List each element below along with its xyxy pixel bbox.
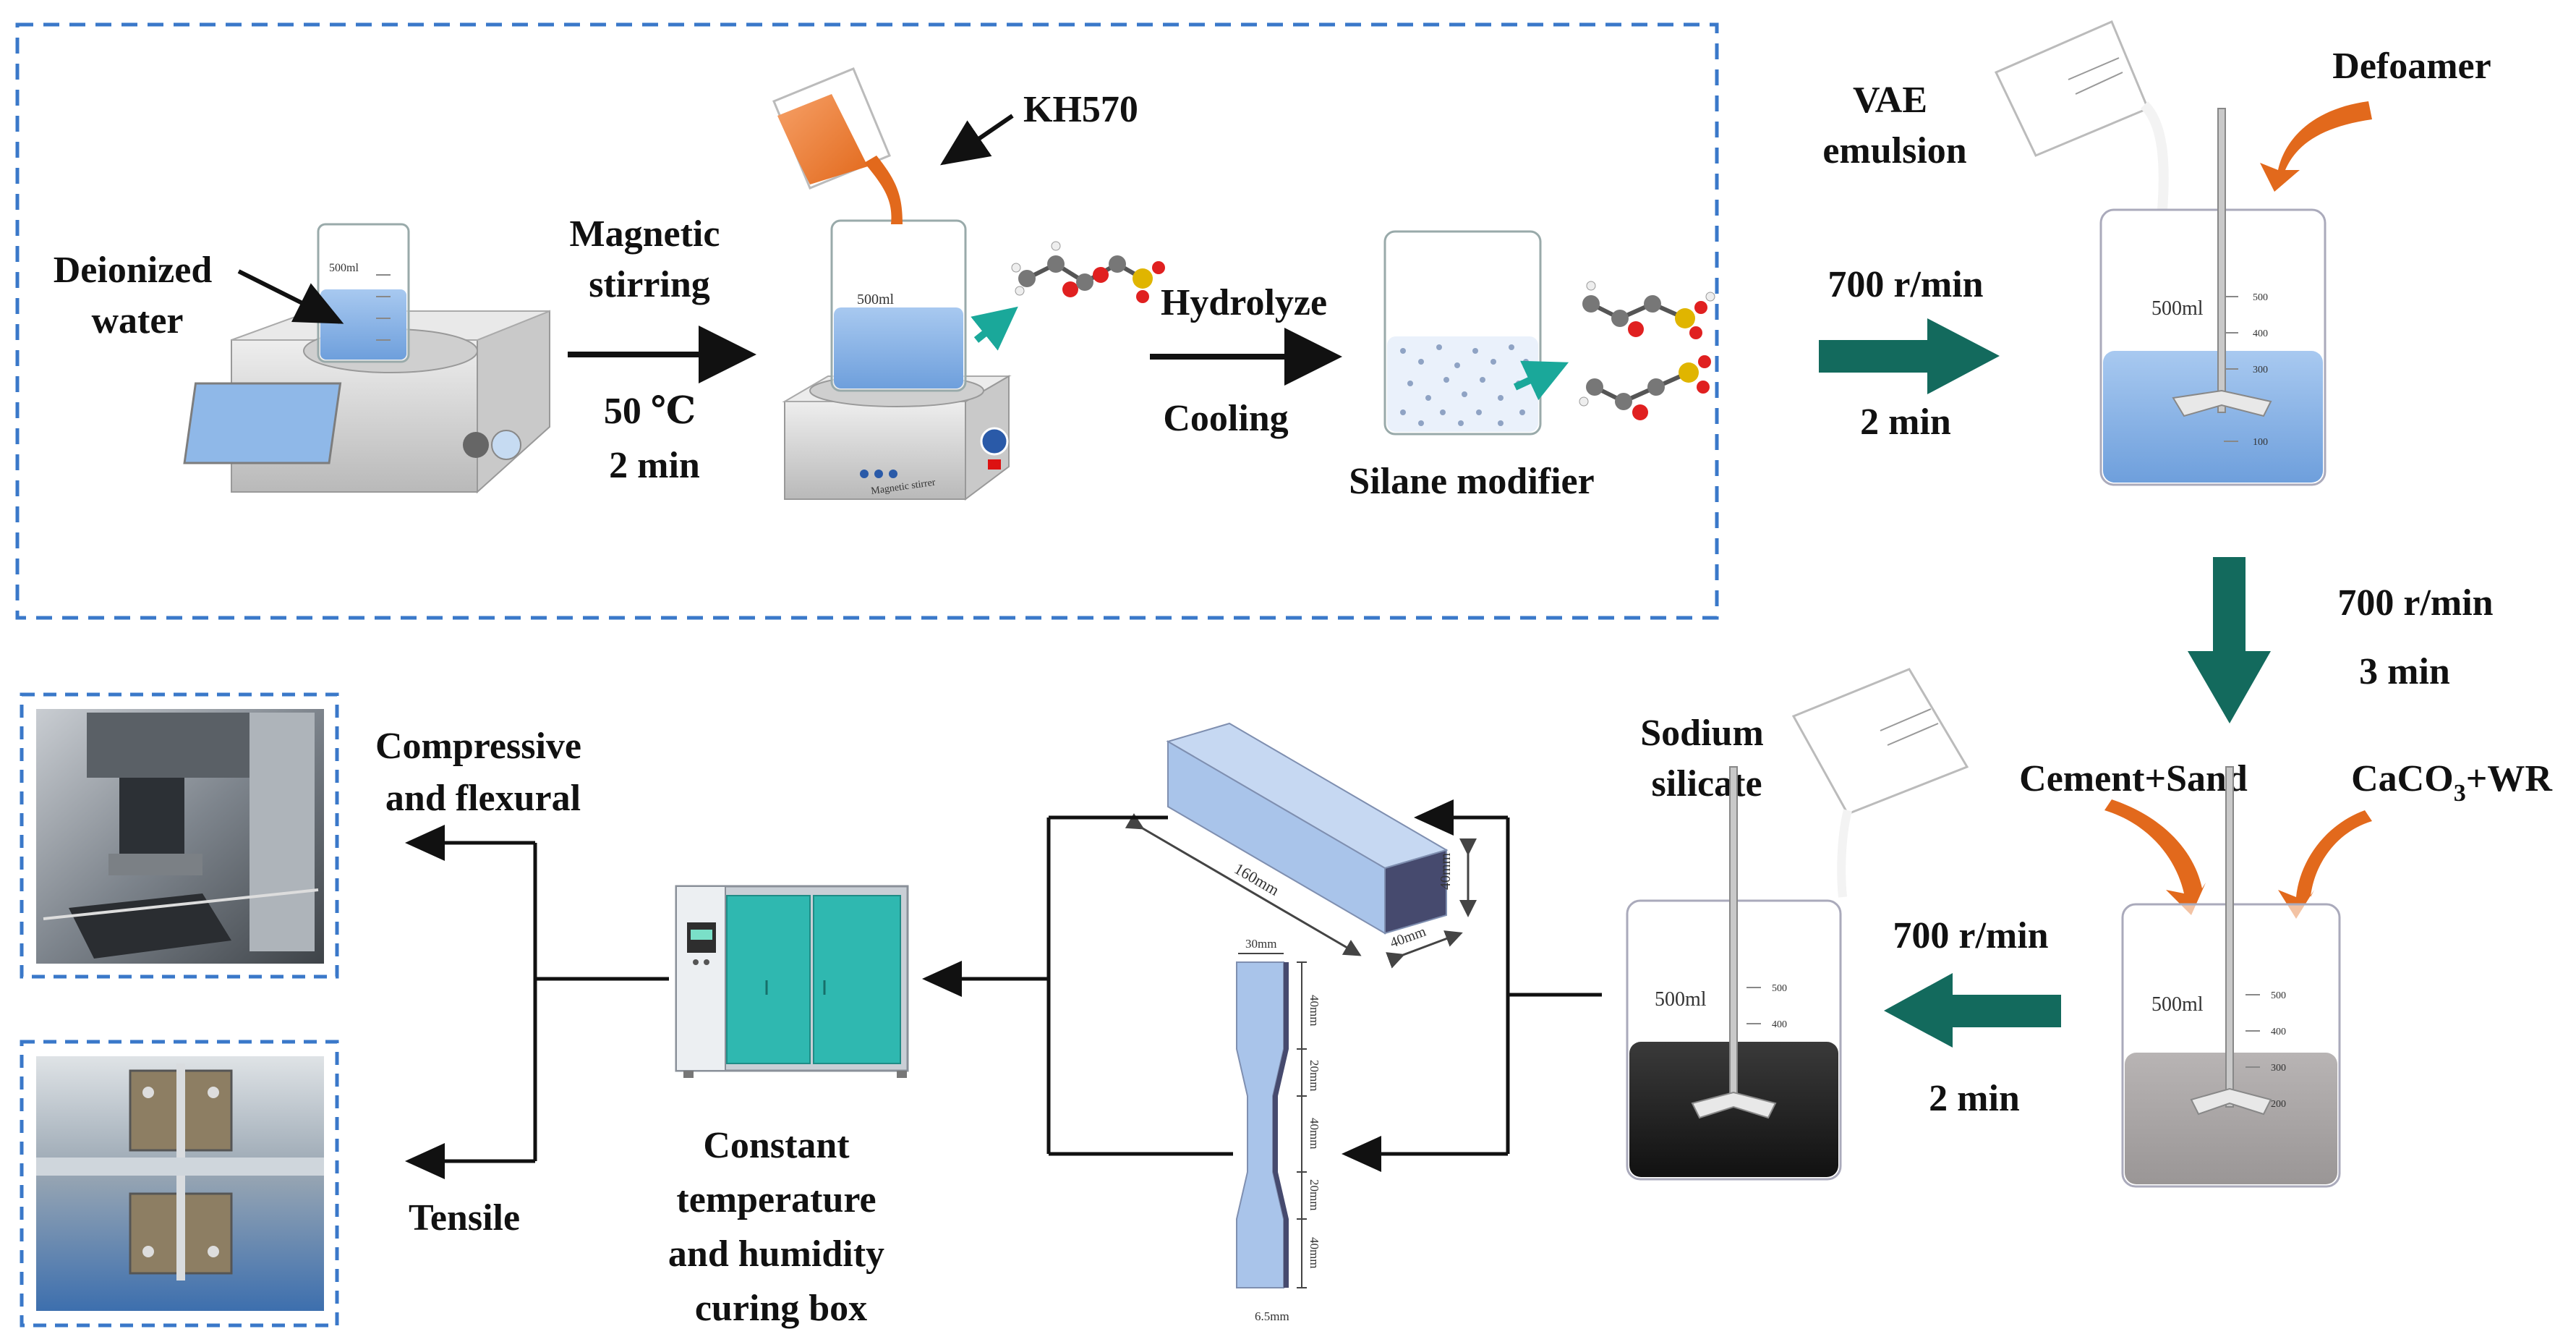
label-mix1-speed: 700 r/min	[1827, 264, 1983, 305]
beaker1-volume: 500ml	[2151, 297, 2204, 320]
beaker2-tick-200: 200	[2271, 1099, 2286, 1110]
label-deionized-water: Deionized water	[54, 250, 222, 341]
label-silane-modifier: Silane modifier	[1349, 461, 1594, 502]
label-magnetic-stirring-line1: Magnetic	[570, 213, 720, 255]
caco3-pre: CaCO	[2351, 758, 2454, 799]
big-arrow-mix1	[1819, 318, 2000, 394]
curing-box	[675, 885, 909, 1078]
teal-arrow-2	[1513, 360, 1569, 401]
label-stir-temp: 50 ℃	[604, 391, 696, 432]
dogbone-width-dim: 30mm	[1245, 937, 1276, 951]
label-curing-box: Constant temperature and humidity curing…	[668, 1125, 894, 1329]
label-tensile: Tensile	[409, 1197, 520, 1239]
dogbone-specimen: 30mm 40mm 20mm 40mm 20mm 40mm 6.5mm	[1236, 937, 1321, 1323]
prism-specimen: 160mm 40mm 40mm	[1125, 722, 1477, 969]
label-sodium-line2: silicate	[1651, 763, 1762, 804]
silane-molecule-1	[1011, 241, 1165, 303]
photo-tensile-dashed-box	[20, 1040, 339, 1328]
label-curing-line2: temperature	[676, 1179, 876, 1220]
dogbone-seg-1: 40mm	[1308, 995, 1321, 1026]
dogbone-seg-4: 20mm	[1308, 1179, 1321, 1210]
orange-arrow-cement	[2104, 799, 2206, 915]
label-stir-time: 2 min	[609, 445, 700, 486]
photo-compression-test	[36, 709, 324, 964]
beaker-silane-modifier	[1383, 230, 1542, 436]
silane-molecule-3	[1579, 355, 1711, 420]
beaker1-tick-100: 100	[2253, 437, 2268, 448]
beaker1-tick-300: 300	[2253, 365, 2268, 375]
label-vae-line2: emulsion	[1822, 130, 1966, 171]
label-curing-line3: and humidity	[668, 1233, 884, 1275]
label-cooling: Cooling	[1163, 398, 1288, 439]
label-mix1-time: 2 min	[1860, 402, 1951, 443]
silane-molecule-2	[1582, 281, 1715, 339]
beaker2-tick-300: 300	[2271, 1063, 2286, 1074]
beaker-sodium-silicate-pouring	[1791, 668, 1969, 898]
dogbone-seg-3: 40mm	[1308, 1118, 1321, 1149]
label-curing-line1: Constant	[703, 1125, 850, 1166]
photo-compression-dashed-box	[20, 692, 339, 979]
beaker2-volume: 500ml	[2151, 993, 2204, 1016]
beaker-kh570-pouring	[772, 67, 903, 224]
label-magnetic-stirring-line2: stirring	[589, 264, 710, 305]
label-hydrolyze: Hydrolyze	[1161, 282, 1327, 323]
beaker2-tick-500: 500	[2271, 990, 2286, 1001]
label-sodium-line1: Sodium	[1640, 713, 1764, 754]
orange-arrow-defoamer	[2260, 101, 2372, 192]
orange-arrow-caco3	[2278, 810, 2372, 919]
pointer-arrow-water	[237, 269, 344, 324]
label-magnetic-stirring: Magnetic stirring	[570, 213, 730, 305]
beaker-deionized-water: 500ml	[317, 223, 410, 363]
label-stir-conditions: 50 ℃ 2 min	[604, 391, 705, 486]
label-deionized-line2: water	[91, 300, 183, 341]
photo-tensile-test	[36, 1056, 324, 1311]
beaker-vae-pouring	[1994, 20, 2169, 211]
caco3-sub: 3	[2454, 780, 2466, 807]
label-defoamer: Defoamer	[2332, 46, 2491, 87]
beaker2-tick-400: 400	[2271, 1027, 2286, 1037]
beaker3-volume: 500ml	[1655, 988, 1707, 1011]
beaker-mixing-1: 500ml 500 400 300 200 100	[2099, 108, 2326, 486]
label-kh570: KH570	[1023, 89, 1138, 130]
label-sodium-silicate: Sodium silicate	[1640, 713, 1773, 804]
magnetic-stirrer-2: Magnetic stirrer	[782, 374, 1012, 501]
dogbone-seg-5: 40mm	[1308, 1237, 1321, 1268]
beaker-mixing-2: 500ml 500 400 300 200	[2121, 766, 2341, 1188]
teal-arrow-1	[971, 306, 1018, 351]
svg-text:500ml: 500ml	[329, 262, 359, 274]
beaker3-tick-400: 400	[1772, 1019, 1787, 1030]
caco3-post: +WR	[2466, 758, 2554, 799]
label-cement-sand: Cement+Sand	[2019, 758, 2248, 799]
big-arrow-mix3	[1884, 973, 2061, 1048]
beaker1-tick-400: 400	[2253, 328, 2268, 339]
label-vae-line1: VAE	[1853, 80, 1927, 121]
label-mix2-time: 3 min	[2359, 651, 2450, 692]
label-mix3-time: 2 min	[1929, 1078, 2020, 1119]
pointer-arrow-kh570	[940, 114, 1014, 166]
svg-text:500ml: 500ml	[857, 292, 895, 307]
beaker-stirring: 500ml	[830, 219, 967, 392]
label-compressive-line2: and flexural	[385, 778, 581, 819]
label-caco3-wr: CaCO3+WR	[2351, 758, 2553, 807]
beaker3-tick-500: 500	[1772, 983, 1787, 994]
label-compressive-line1: Compressive	[375, 726, 581, 767]
beaker-mixing-3: 500ml 500 400	[1626, 766, 1842, 1181]
dogbone-seg-2: 20mm	[1308, 1060, 1321, 1091]
label-mix3-speed: 700 r/min	[1893, 915, 2048, 956]
label-deionized-line1: Deionized	[54, 250, 213, 291]
label-mix2-speed: 700 r/min	[2337, 582, 2493, 624]
label-curing-line4: curing box	[695, 1288, 867, 1329]
label-vae-emulsion: VAE emulsion	[1822, 80, 1966, 171]
prism-height-dim: 40mm	[1438, 852, 1454, 890]
big-arrow-mix2	[2188, 557, 2271, 723]
dogbone-thickness-dim: 6.5mm	[1255, 1309, 1289, 1323]
beaker1-tick-500: 500	[2253, 292, 2268, 303]
label-compressive-flexural: Compressive and flexural	[375, 726, 591, 819]
